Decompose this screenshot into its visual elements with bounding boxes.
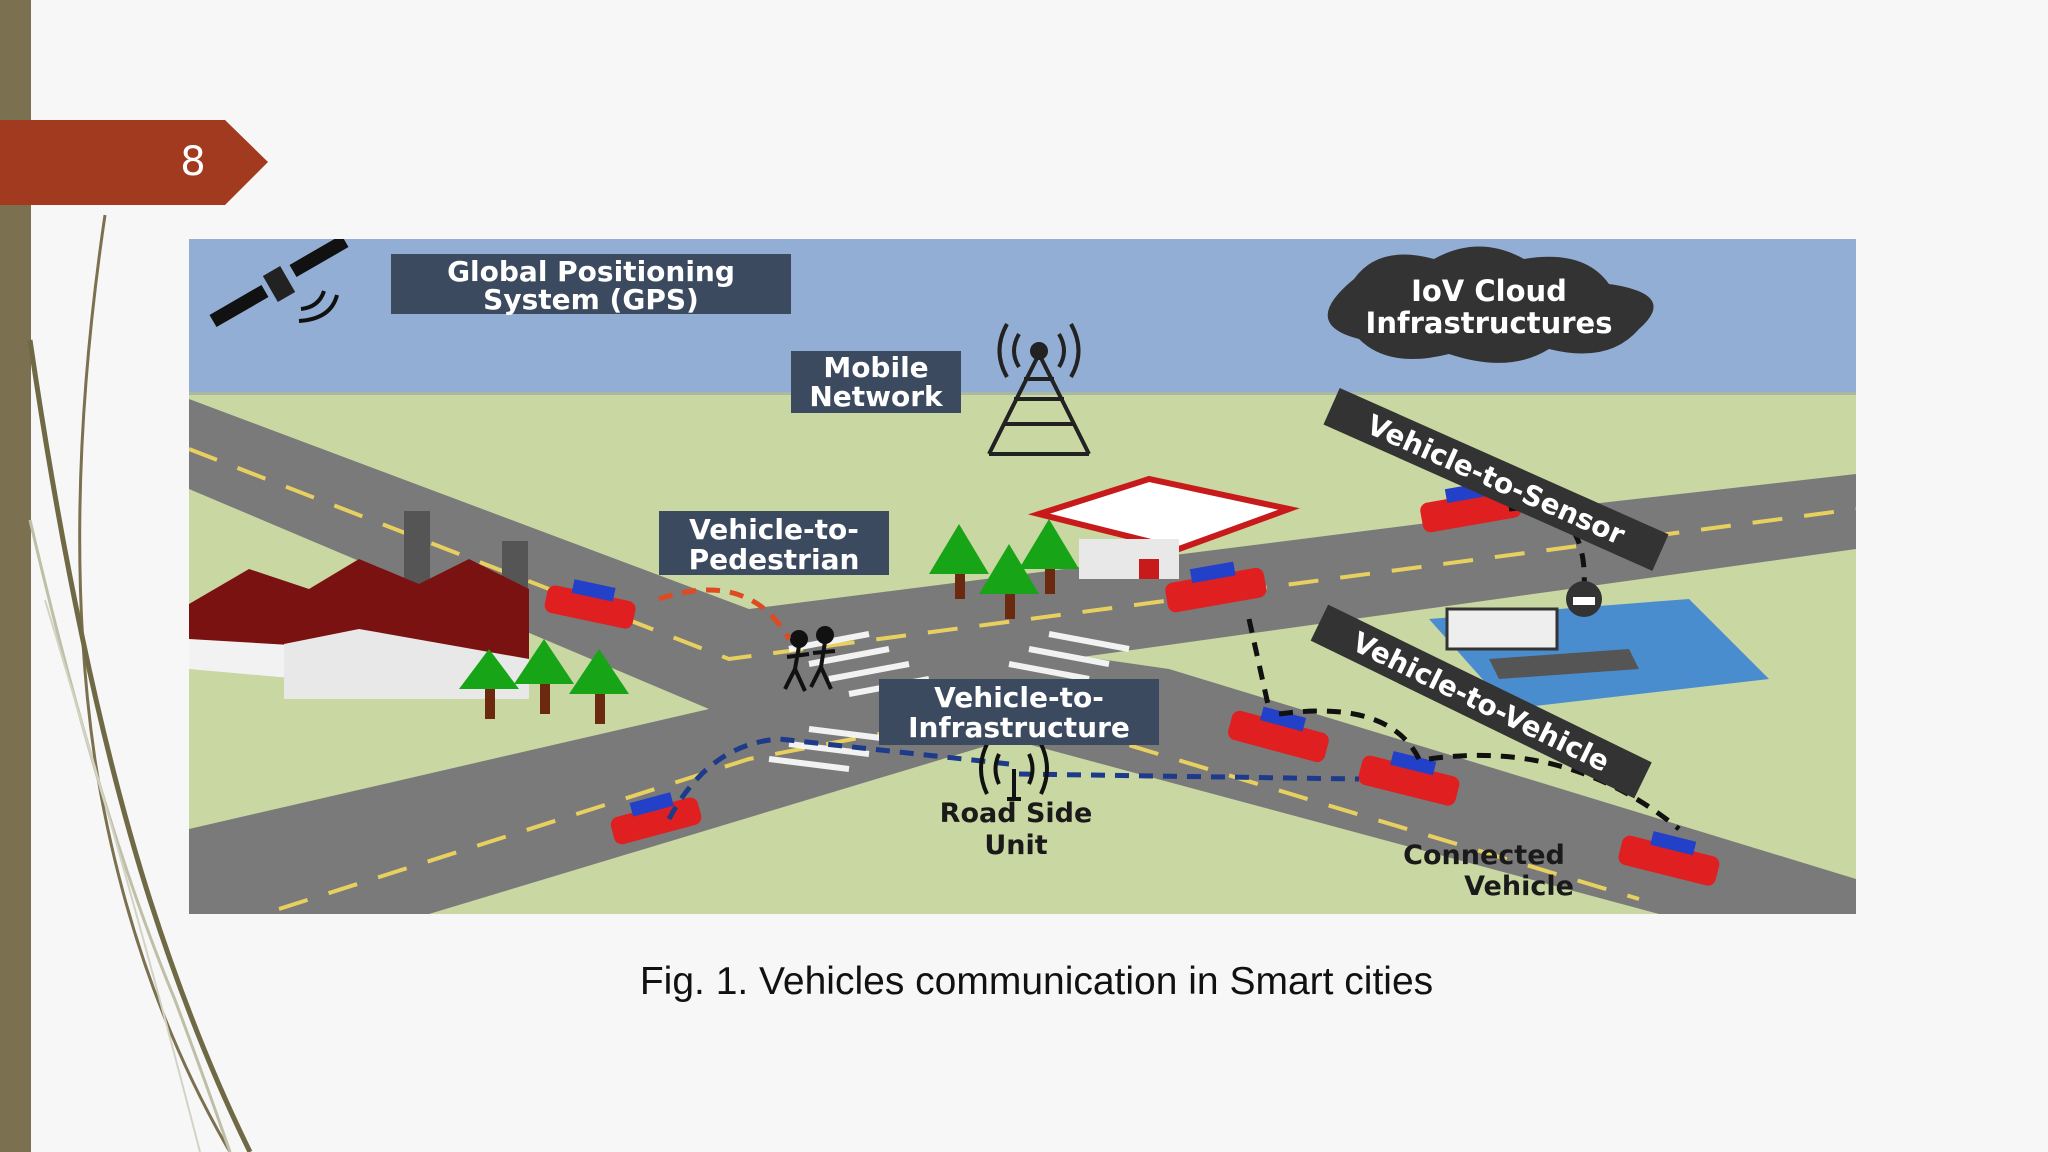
decorative-swooshes [27, 214, 253, 1152]
v2p-label-line2: Pedestrian [689, 543, 860, 576]
pedestrian-icon [783, 626, 836, 692]
satellite-icon [209, 234, 349, 328]
connected-label-line2: Vehicle [1464, 871, 1574, 902]
mobile-label-line1: Mobile [823, 351, 928, 384]
cloud-icon [1327, 246, 1654, 363]
cloud-label-line2: Infrastructures [1366, 306, 1613, 340]
cell-tower-icon [987, 323, 1091, 456]
slide-number-badge [0, 120, 268, 205]
sensor-icon [1566, 581, 1602, 617]
roadside-unit-icon [979, 743, 1049, 801]
gps-label-line1: Global Positioning [447, 255, 735, 288]
connected-label-line1: Connected [1403, 840, 1565, 871]
gps-label-line2: System (GPS) [483, 283, 699, 316]
v2i-link-right [1018, 771, 1360, 782]
tree-icon [459, 519, 1079, 724]
v2i-label-line2: Infrastructure [908, 711, 1130, 744]
v2i-label-line1: Vehicle-to- [934, 681, 1104, 714]
v2p-link [658, 587, 792, 641]
slide-number: 8 [180, 139, 206, 185]
cloud-label-line1: IoV Cloud [1411, 274, 1567, 308]
v2v-link [1246, 618, 1681, 831]
rsu-label-line2: Unit [984, 830, 1047, 861]
airport-icon [1429, 599, 1769, 709]
figure-caption: Fig. 1. Vehicles communication in Smart … [639, 960, 1434, 1003]
mobile-label-line2: Network [809, 380, 944, 413]
v2p-label-line1: Vehicle-to- [689, 513, 859, 546]
gas-station-icon [1028, 475, 1300, 579]
v2i-link-left [666, 736, 1010, 821]
rsu-label-line1: Road Side [940, 798, 1093, 829]
figure-image: Global Positioning System (GPS) Mobile N… [188, 234, 1857, 914]
